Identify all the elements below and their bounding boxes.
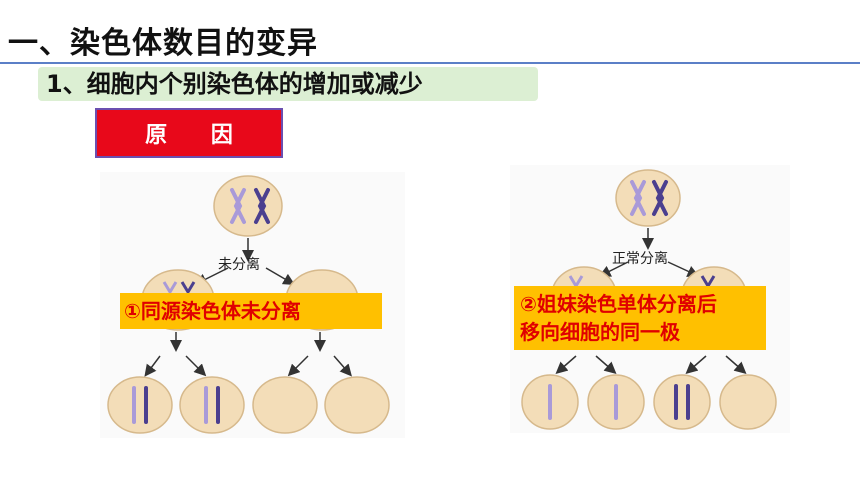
right-parent-cell: [615, 169, 681, 227]
right-callout: ②姐妹染色单体分离后 移向细胞的同一极: [514, 286, 766, 350]
title-underline: [0, 62, 860, 64]
left-gamete-1: [107, 376, 173, 434]
page-title: 一、染色体数目的变异: [8, 26, 318, 61]
left-arrow-gc-5: [287, 355, 309, 377]
left-arrow-gc-6: [333, 355, 352, 377]
left-callout: ①同源染色体未分离: [120, 293, 382, 329]
right-arrow-gc-4: [725, 355, 747, 374]
right-arrow-gc-2: [595, 355, 617, 374]
section-subtitle: 1、细胞内个别染色体的增加或减少: [38, 67, 538, 101]
left-gamete-3: [252, 376, 318, 434]
right-callout-line-1: ②姐妹染色单体分离后: [520, 292, 717, 316]
left-arrow-gc-4: [185, 355, 207, 377]
left-parent-chromosomes: [230, 188, 270, 224]
right-callout-line-2: 移向细胞的同一极: [520, 320, 680, 344]
left-arrow-to-daughter-2: [265, 267, 296, 286]
right-arrow-gc-1: [555, 355, 577, 374]
left-gamete-2: [179, 376, 245, 434]
right-gamete-4: [719, 374, 777, 430]
left-arrow-gc-3: [144, 355, 161, 377]
right-arrow-gc-3: [685, 355, 707, 374]
right-step-label: 正常分离: [612, 251, 668, 267]
left-gamete-4: [324, 376, 390, 434]
right-arrow-to-daughter-1: [598, 261, 629, 277]
right-gamete-3: [653, 374, 711, 430]
right-parent-chromosomes: [630, 180, 668, 216]
cause-label: 原 因: [145, 123, 251, 148]
right-arrow-to-daughter-2: [667, 261, 700, 277]
left-step-label: 未分离: [218, 257, 260, 273]
cause-label-box: 原 因: [95, 108, 283, 158]
